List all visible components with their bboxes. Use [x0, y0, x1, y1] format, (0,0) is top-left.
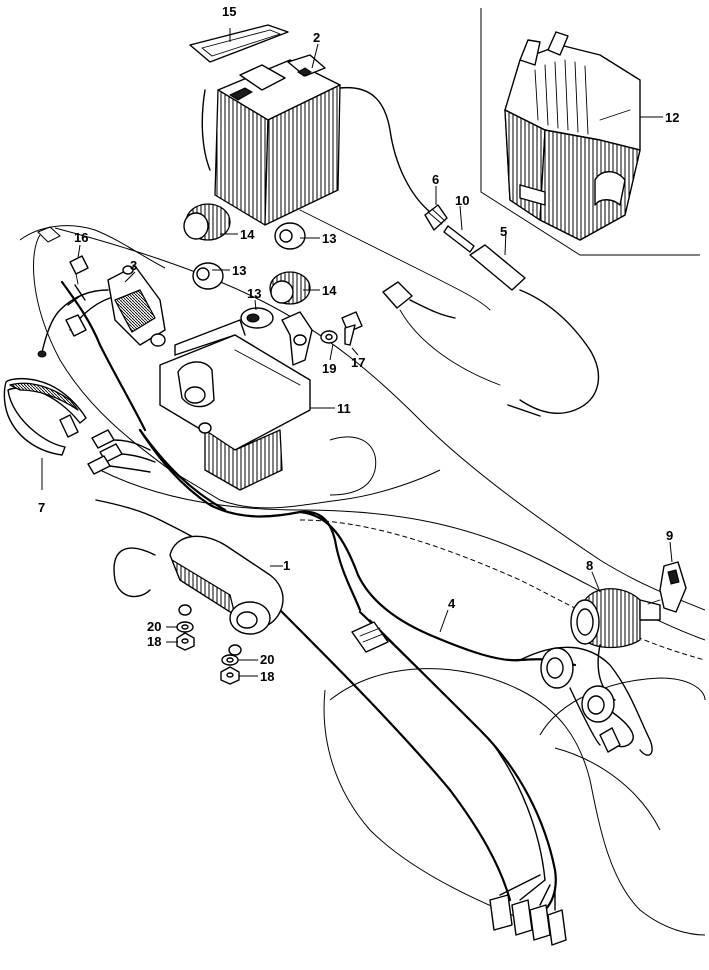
small-plug — [65, 314, 87, 337]
bracket — [281, 311, 313, 366]
callout-9: 9 — [666, 528, 673, 543]
fuse — [443, 225, 475, 253]
ignition-key — [647, 561, 687, 613]
switch-connectors — [540, 647, 634, 753]
callout-14-b: 14 — [322, 283, 337, 298]
cushion-13a — [274, 222, 306, 250]
spade-terminals — [87, 429, 156, 475]
washer-20a — [176, 621, 194, 633]
callout-15: 15 — [222, 4, 236, 19]
battery-positive-wire — [339, 86, 431, 213]
callout-5: 5 — [500, 224, 507, 239]
callout-13-b: 13 — [232, 263, 246, 278]
ignition-switch — [570, 588, 661, 701]
callout-18-a: 18 — [147, 634, 161, 649]
callout-2: 2 — [313, 30, 320, 45]
battery-case — [504, 31, 641, 241]
battery-tray — [159, 319, 311, 491]
cushion-14a — [183, 203, 231, 241]
callout-labels: 1 2 3 4 5 6 7 8 9 10 11 12 13 13 13 14 1… — [38, 4, 679, 684]
callout-20-a: 20 — [147, 619, 161, 634]
callout-20-b: 20 — [260, 652, 274, 667]
bolt — [341, 311, 363, 346]
callout-14-a: 14 — [240, 227, 255, 242]
callout-7: 7 — [38, 500, 45, 515]
coil-ground-cable — [268, 598, 512, 902]
callout-13-c: 13 — [247, 286, 261, 301]
fuse-holder-cap — [424, 204, 448, 231]
callout-19: 19 — [322, 361, 336, 376]
washer — [320, 330, 338, 344]
nut-18b — [220, 666, 240, 685]
nut-18a — [176, 632, 195, 651]
callout-16: 16 — [74, 230, 88, 245]
battery-strap — [189, 24, 289, 63]
cushion-14b — [269, 271, 311, 305]
washer-20b — [221, 654, 239, 666]
harness-connector — [351, 621, 389, 653]
fuse-holder — [469, 244, 600, 417]
fuse-plug — [382, 281, 501, 386]
frame-outline — [19, 225, 706, 936]
bullet-connectors — [489, 874, 567, 946]
callout-4: 4 — [448, 596, 456, 611]
callout-1: 1 — [283, 558, 290, 573]
ignition-coil — [113, 535, 284, 656]
cushion-13b — [192, 262, 224, 290]
inset-border — [480, 8, 700, 256]
band — [3, 377, 87, 456]
callout-6: 6 — [432, 172, 439, 187]
wire-harness — [95, 428, 653, 917]
leader-lines — [41, 28, 673, 677]
callout-18-b: 18 — [260, 669, 274, 684]
callout-8: 8 — [586, 558, 593, 573]
battery — [201, 54, 341, 226]
callout-17: 17 — [351, 355, 365, 370]
screw — [69, 255, 89, 285]
callout-12: 12 — [665, 110, 679, 125]
callout-13-a: 13 — [322, 231, 336, 246]
callout-11: 11 — [337, 401, 351, 416]
callout-3: 3 — [130, 258, 137, 273]
cushion-13c — [240, 307, 274, 329]
regulator — [41, 265, 166, 353]
callout-10: 10 — [455, 193, 469, 208]
